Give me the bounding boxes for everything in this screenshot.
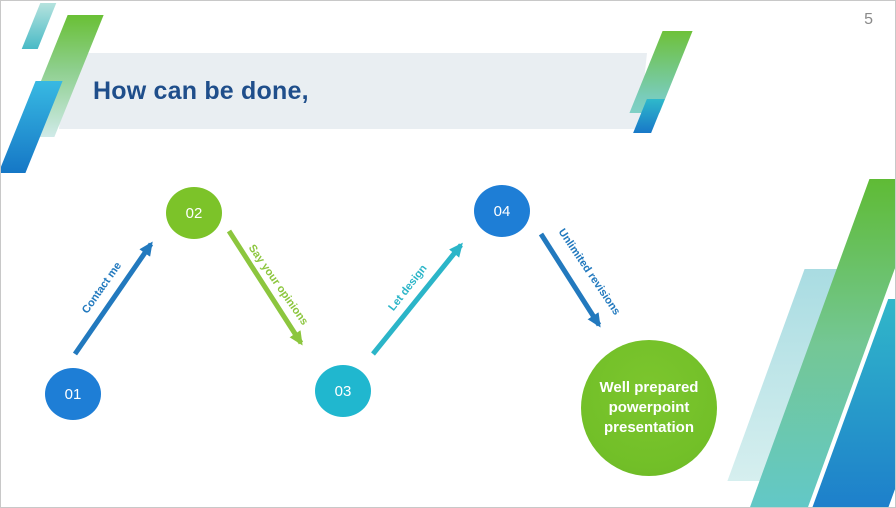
- arrow-2-line: [226, 229, 304, 346]
- arrow-1-label: Contact me: [79, 260, 125, 316]
- step-03-number: 03: [334, 382, 352, 400]
- page-number: 5: [864, 11, 873, 28]
- step-circle-03: 03: [315, 365, 371, 417]
- slide-title: How can be done,: [93, 77, 309, 105]
- arrow-3-line: [371, 242, 463, 356]
- arrow-3-label: Let design: [386, 262, 430, 314]
- arrow-4-label: Unlimited revisions: [555, 226, 623, 318]
- step-04-number: 04: [493, 202, 511, 220]
- step-01-number: 01: [64, 385, 82, 403]
- step-02-number: 02: [185, 204, 203, 222]
- step-circle-02: 02: [166, 187, 222, 239]
- result-circle: Well prepared powerpoint presentation: [581, 340, 717, 476]
- step-circle-01: 01: [45, 368, 101, 420]
- decor-stripe-top-left-small: [21, 3, 57, 49]
- arrow-2-label: Say your opinions: [245, 242, 311, 328]
- result-label: Well prepared powerpoint presentation: [599, 378, 699, 437]
- step-circle-04: 04: [474, 185, 530, 237]
